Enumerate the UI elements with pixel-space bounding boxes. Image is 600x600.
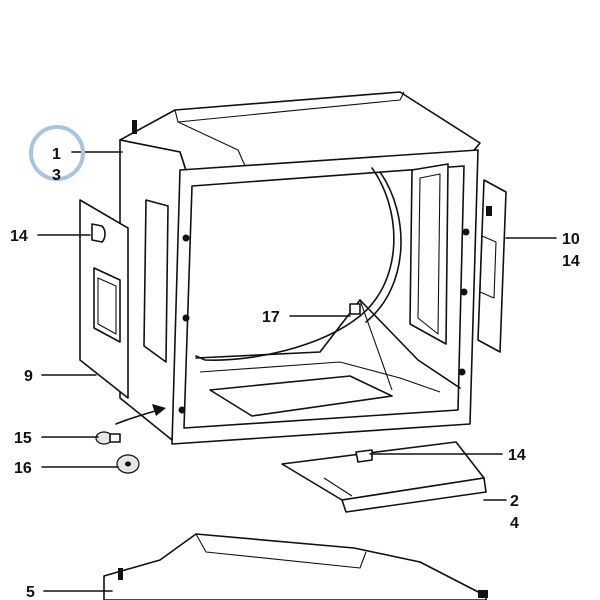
housing-top-stud — [132, 120, 137, 134]
housing-floor-plate — [209, 375, 393, 417]
frame-screw-5 — [460, 288, 468, 296]
callout-3[interactable]: 3 — [52, 167, 61, 184]
lower-unit-tab — [478, 590, 488, 598]
bottom-plate — [281, 441, 487, 513]
callout-2[interactable]: 2 — [510, 493, 519, 510]
housing-top-ridge — [177, 121, 247, 169]
callout-4[interactable]: 4 — [510, 515, 519, 532]
callout-15[interactable]: 15 — [14, 430, 32, 447]
left-cover-window — [93, 267, 121, 343]
screw-thread — [109, 433, 121, 443]
shroud-left-edge — [195, 299, 361, 359]
lower-unit — [103, 533, 488, 600]
callout-1[interactable]: 1 — [52, 146, 61, 163]
left-cover-panel — [79, 199, 129, 399]
callout-17[interactable]: 17 — [262, 309, 280, 326]
housing-right-window-inner — [417, 173, 441, 335]
right-panel-tab — [486, 206, 492, 216]
frame-screw-6 — [458, 368, 466, 376]
fan-ring-inner — [365, 171, 402, 323]
right-panel-plate — [477, 179, 507, 353]
callout-labels: 1 3 14 9 15 16 17 10 14 14 2 4 5 — [10, 146, 580, 600]
frame-screw-4 — [462, 228, 470, 236]
fastener-set — [95, 404, 166, 474]
fan-clip — [349, 303, 361, 315]
callout-10[interactable]: 10 — [562, 231, 580, 248]
assembly-arrow-head — [152, 404, 166, 416]
bottom-plate-edge — [341, 477, 487, 513]
housing-left-window — [143, 199, 169, 363]
shroud-right-edge — [359, 299, 461, 389]
callout-16[interactable]: 16 — [14, 460, 32, 477]
housing-top-ridge-2 — [174, 91, 405, 123]
frame-screw-2 — [182, 314, 190, 322]
frame-screw-1 — [182, 234, 190, 242]
fan-ring — [195, 167, 395, 361]
lower-unit-top — [103, 533, 487, 600]
lower-unit-stud — [118, 568, 123, 580]
left-cover-window-inner — [97, 277, 117, 335]
callout-9[interactable]: 9 — [24, 368, 33, 385]
housing-floor-lip — [199, 361, 441, 393]
callout-14-plate[interactable]: 14 — [508, 447, 526, 464]
left-cover-latch — [91, 223, 106, 243]
callout-5[interactable]: 5 — [26, 584, 35, 600]
highlight-ring[interactable] — [29, 125, 85, 181]
bottom-plate-tab — [355, 449, 373, 463]
housing-assembly — [119, 91, 481, 445]
callout-14-left[interactable]: 14 — [10, 228, 28, 245]
leader-lines — [37, 151, 557, 592]
right-panel-cutout — [479, 235, 497, 299]
lower-unit-ridge — [195, 533, 367, 569]
frame-screw-3 — [178, 406, 186, 414]
callout-14-right[interactable]: 14 — [562, 253, 580, 270]
housing-right-window — [409, 163, 449, 345]
washer-hole — [125, 461, 131, 467]
right-side-panel — [477, 179, 507, 353]
bottom-plate-step — [323, 477, 353, 497]
